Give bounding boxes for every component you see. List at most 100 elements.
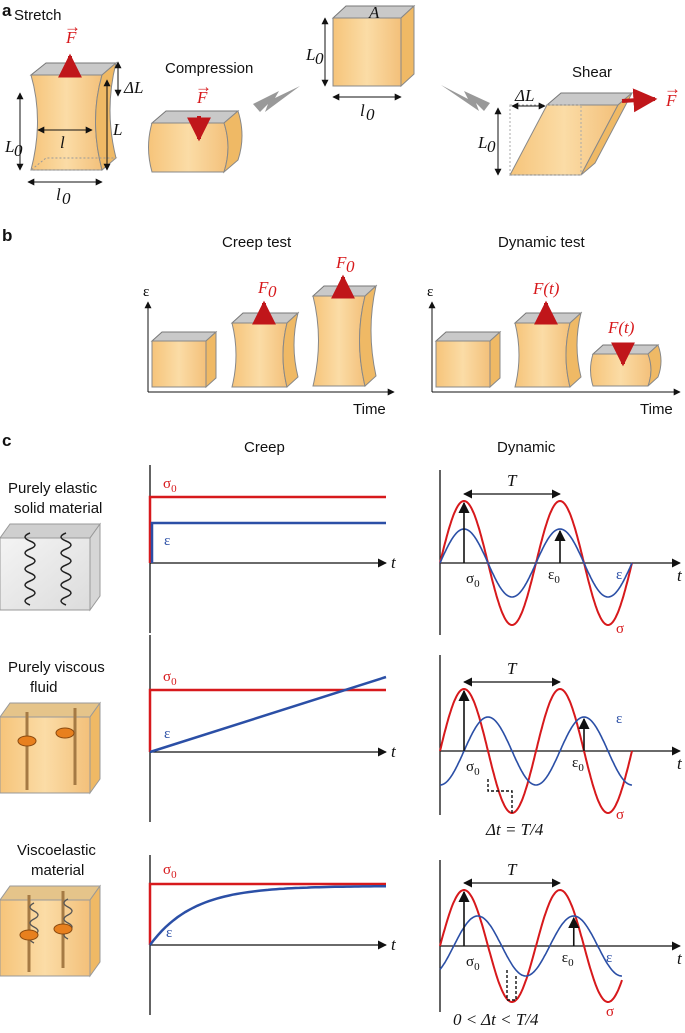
ref-l0-sub: 0 bbox=[366, 105, 375, 124]
creep-row3-strain-curve bbox=[149, 885, 386, 946]
stretch-L0-label: L bbox=[4, 137, 14, 156]
spring-model-icon bbox=[0, 522, 101, 612]
stretch-L0-sub: 0 bbox=[14, 141, 23, 160]
dynamic-row3-strain-wave bbox=[439, 915, 622, 977]
dynamic-row1-sigma-label: σ bbox=[616, 621, 624, 637]
dynamic-row3-eps0-label: ε0 bbox=[562, 950, 574, 969]
creep-row2-stress-line bbox=[148, 688, 386, 752]
stretch-dL-label: ΔL bbox=[123, 78, 143, 97]
dynamic-cube-3 bbox=[590, 342, 662, 387]
dynamic-row3-dt-bracket bbox=[506, 970, 517, 1001]
creep-cube-2 bbox=[230, 300, 300, 388]
dynamic-cube-2 bbox=[513, 300, 583, 388]
shear-dL-label: ΔL bbox=[514, 86, 534, 105]
creep-row2-eps-label: ε bbox=[164, 726, 170, 742]
row3-label-line1: Viscoelastic bbox=[17, 842, 96, 859]
compression-cube bbox=[148, 110, 243, 174]
area-label: A bbox=[368, 3, 380, 22]
compression-label: Compression bbox=[165, 60, 253, 77]
creep-time-label: Time bbox=[353, 401, 386, 418]
dynamic-row2-eps-label: ε bbox=[616, 711, 622, 727]
creep-row1-strain-line bbox=[150, 521, 386, 563]
dynamic-row2-dt-label: Δt = T/4 bbox=[485, 820, 544, 839]
shear-force-label: F bbox=[665, 91, 677, 110]
creep-eps-label: ε bbox=[143, 284, 149, 300]
dynamic-row2-stress-wave bbox=[439, 687, 633, 815]
ref-l0-label: l bbox=[360, 101, 365, 120]
dynamic-row1-strain-wave bbox=[439, 528, 633, 598]
panel-label-b: b bbox=[2, 226, 12, 245]
creep-row3-t-label: t bbox=[391, 935, 397, 954]
stretch-force-vector-arrow: → bbox=[64, 17, 81, 36]
compression-force-label: F bbox=[196, 88, 208, 107]
panel-label-c: c bbox=[2, 431, 11, 450]
dynamic-row3-sigma0-label: σ0 bbox=[466, 954, 480, 973]
creep-row1-t-label: t bbox=[391, 553, 397, 572]
dynamic-row1-eps0-label: ε0 bbox=[548, 567, 560, 586]
stretch-label: Stretch bbox=[14, 7, 62, 24]
stretch-l0-sub: 0 bbox=[62, 189, 71, 208]
dynamic-row1-T-label: T bbox=[507, 471, 518, 490]
creep-test-title: Creep test bbox=[222, 234, 292, 251]
creep-F0-label-1: F bbox=[257, 278, 269, 297]
dynamic-row3-sigma-label: σ bbox=[606, 1004, 614, 1020]
row2-label-line1: Purely viscous bbox=[8, 659, 105, 676]
dynamic-column-title: Dynamic bbox=[497, 439, 556, 456]
creep-row2-sigma0-label: σ0 bbox=[163, 669, 177, 688]
dynamic-row3-t-label: t bbox=[677, 949, 683, 968]
dynamic-cube-1 bbox=[434, 330, 502, 389]
dynamic-row3-T-label: T bbox=[507, 860, 518, 879]
viscoelastic-model-icon bbox=[0, 884, 101, 978]
dashpot-model-icon bbox=[0, 701, 101, 795]
row1-label-line1: Purely elastic bbox=[8, 480, 98, 497]
compression-force-vector-arrow: → bbox=[195, 77, 212, 96]
creep-row1-stress-line bbox=[148, 495, 386, 563]
creep-F0-label-2: F bbox=[335, 253, 347, 272]
creep-F0-sub-2: 0 bbox=[346, 257, 355, 276]
row3-label-line2: material bbox=[31, 862, 84, 879]
creep-row3-sigma0-label: σ0 bbox=[163, 862, 177, 881]
shear-force-vector-arrow: → bbox=[664, 79, 681, 98]
creep-F0-sub-1: 0 bbox=[268, 282, 277, 301]
dynamic-row2-T-label: T bbox=[507, 659, 518, 678]
stretch-force-label: F bbox=[65, 28, 77, 47]
dynamic-row2-strain-wave bbox=[439, 716, 633, 786]
dynamic-row2-sigma0-label: σ0 bbox=[466, 759, 480, 778]
shear-label: Shear bbox=[572, 64, 612, 81]
creep-column-title: Creep bbox=[244, 439, 285, 456]
dynamic-row2-eps0-label: ε0 bbox=[572, 755, 584, 774]
dynamic-row2-sigma-label: σ bbox=[616, 807, 624, 823]
dynamic-Ft-label-1: F(t) bbox=[532, 279, 560, 298]
dynamic-row2-dt-bracket bbox=[487, 779, 513, 813]
stretch-l0-label: l bbox=[56, 185, 61, 204]
dynamic-row3-stress-wave bbox=[439, 888, 623, 1004]
stretch-l-label: l bbox=[60, 133, 65, 152]
creep-row2-strain-line bbox=[149, 675, 387, 754]
stretch-cube bbox=[16, 53, 122, 186]
dynamic-row1-sigma0-label: σ0 bbox=[466, 571, 480, 590]
creep-cube-1 bbox=[150, 330, 218, 389]
creep-row1-eps-label: ε bbox=[164, 533, 170, 549]
dynamic-time-label: Time bbox=[640, 401, 673, 418]
dynamic-row3-eps-label: ε bbox=[606, 950, 612, 966]
arrow-to-shear bbox=[441, 85, 490, 111]
dynamic-row2-t-label: t bbox=[677, 754, 683, 773]
shear-cube bbox=[494, 88, 658, 176]
panel-label-a: a bbox=[2, 1, 12, 20]
row2-label-line2: fluid bbox=[30, 679, 58, 696]
creep-row3-stress-line bbox=[148, 882, 386, 945]
creep-cube-3 bbox=[311, 274, 378, 387]
row1-label-line2: solid material bbox=[14, 500, 102, 517]
ref-L0-sub: 0 bbox=[315, 49, 324, 68]
dynamic-Ft-label-2: F(t) bbox=[607, 318, 635, 337]
creep-row3-eps-label: ε bbox=[166, 925, 172, 941]
ref-L0-label: L bbox=[305, 45, 315, 64]
dynamic-row1-t-label: t bbox=[677, 566, 683, 585]
arrow-to-compression bbox=[253, 86, 300, 112]
dynamic-test-title: Dynamic test bbox=[498, 234, 586, 251]
creep-row1-sigma0-label: σ0 bbox=[163, 476, 177, 495]
shear-L0-sub: 0 bbox=[487, 137, 496, 156]
